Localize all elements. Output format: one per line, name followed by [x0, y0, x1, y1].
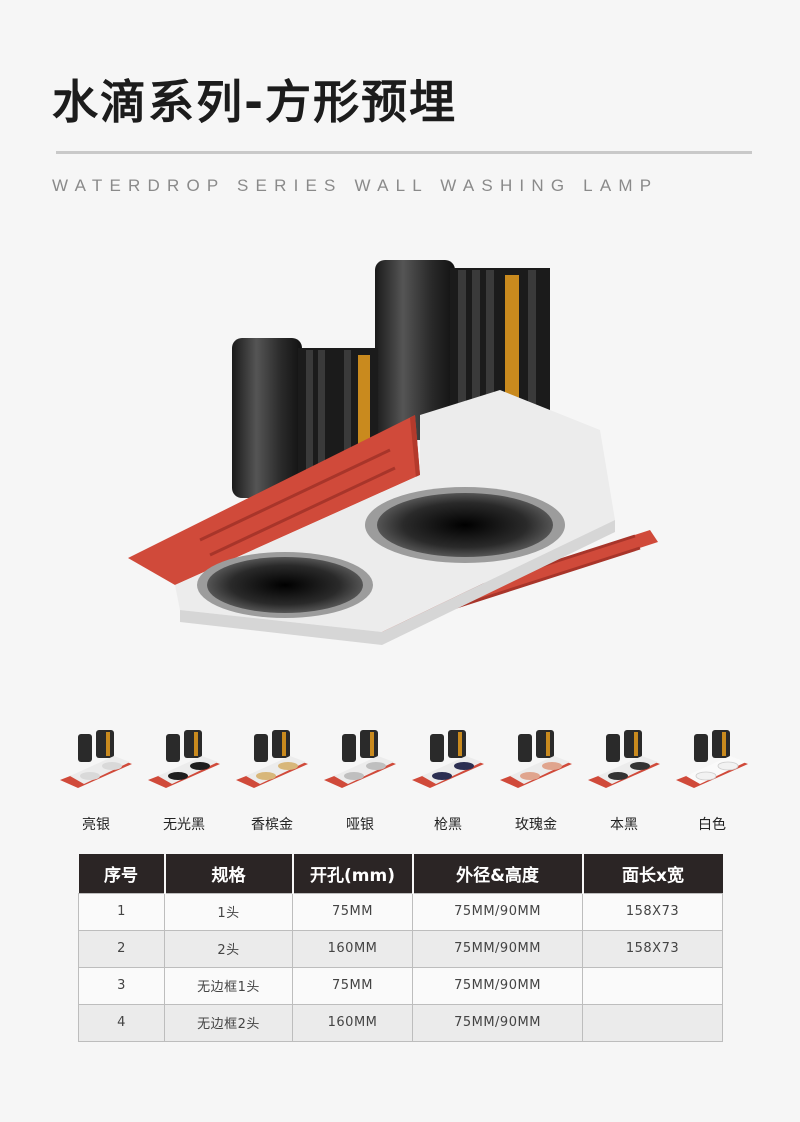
table-row: 2 2头 160MM 75MM/90MM 158X73 — [78, 929, 723, 968]
table-cell: 75MM/90MM — [412, 1003, 583, 1042]
table-header-row: 序号 规格 开孔(mm) 外径&高度 面长x宽 — [78, 854, 723, 893]
table-cell: 75MM/90MM — [412, 929, 583, 968]
finish-label: 本黑 — [610, 817, 638, 833]
finish-option: 本黑 — [584, 728, 664, 838]
finish-thumbnail-icon — [500, 730, 572, 788]
finish-option: 枪黑 — [408, 728, 488, 838]
table-cell: 无边框2头 — [164, 1003, 293, 1042]
finish-label: 香槟金 — [251, 817, 293, 833]
finish-options: 亮银 无光黑 香槟金 — [56, 728, 752, 838]
finish-thumbnail-icon — [60, 730, 132, 788]
finish-label: 无光黑 — [163, 817, 205, 833]
table-cell: 1 — [78, 892, 165, 931]
column-header: 外径&高度 — [411, 854, 583, 893]
finish-thumbnail-icon — [676, 730, 748, 788]
page-title: 水滴系列-方形预埋 — [52, 75, 458, 129]
table-cell: 1头 — [164, 892, 293, 931]
table-cell: 75MM/90MM — [412, 966, 583, 1005]
table-cell: 158X73 — [582, 929, 723, 968]
spec-table: 序号 规格 开孔(mm) 外径&高度 面长x宽 1 1头 75MM 75MM/9… — [78, 854, 723, 1042]
table-cell: 160MM — [292, 1003, 413, 1042]
column-header: 序号 — [78, 854, 165, 893]
finish-label: 哑银 — [346, 817, 374, 833]
table-cell: 4 — [78, 1003, 165, 1042]
finish-option: 玫瑰金 — [496, 728, 576, 838]
column-header: 面长x宽 — [581, 854, 723, 893]
finish-option: 白色 — [672, 728, 752, 838]
finish-label: 亮银 — [82, 817, 110, 833]
table-row: 4 无边框2头 160MM 75MM/90MM — [78, 1003, 723, 1042]
table-cell: 158X73 — [582, 892, 723, 931]
table-cell: 75MM — [292, 966, 413, 1005]
table-cell: 75MM/90MM — [412, 892, 583, 931]
table-row: 1 1头 75MM 75MM/90MM 158X73 — [78, 892, 723, 931]
table-cell: 75MM — [292, 892, 413, 931]
product-hero-image — [128, 260, 658, 645]
table-row: 3 无边框1头 75MM 75MM/90MM — [78, 966, 723, 1005]
finish-thumbnail-icon — [412, 730, 484, 788]
table-cell: 2 — [78, 929, 165, 968]
table-cell — [582, 966, 723, 1005]
finish-option: 亮银 — [56, 728, 136, 838]
finish-option: 香槟金 — [232, 728, 312, 838]
finish-label: 枪黑 — [434, 817, 462, 833]
finish-thumbnail-icon — [324, 730, 396, 788]
finish-thumbnail-icon — [148, 730, 220, 788]
finish-option: 哑银 — [320, 728, 400, 838]
column-header: 开孔(mm) — [291, 854, 413, 893]
table-cell — [582, 1003, 723, 1042]
table-cell: 无边框1头 — [164, 966, 293, 1005]
title-divider — [56, 151, 752, 154]
page-subtitle: WATERDROP SERIES WALL WASHING LAMP — [52, 176, 659, 195]
table-cell: 2头 — [164, 929, 293, 968]
finish-label: 白色 — [698, 817, 726, 833]
finish-label: 玫瑰金 — [515, 817, 557, 833]
finish-option: 无光黑 — [144, 728, 224, 838]
table-cell: 160MM — [292, 929, 413, 968]
finish-thumbnail-icon — [236, 730, 308, 788]
finish-thumbnail-icon — [588, 730, 660, 788]
column-header: 规格 — [163, 854, 293, 893]
table-cell: 3 — [78, 966, 165, 1005]
